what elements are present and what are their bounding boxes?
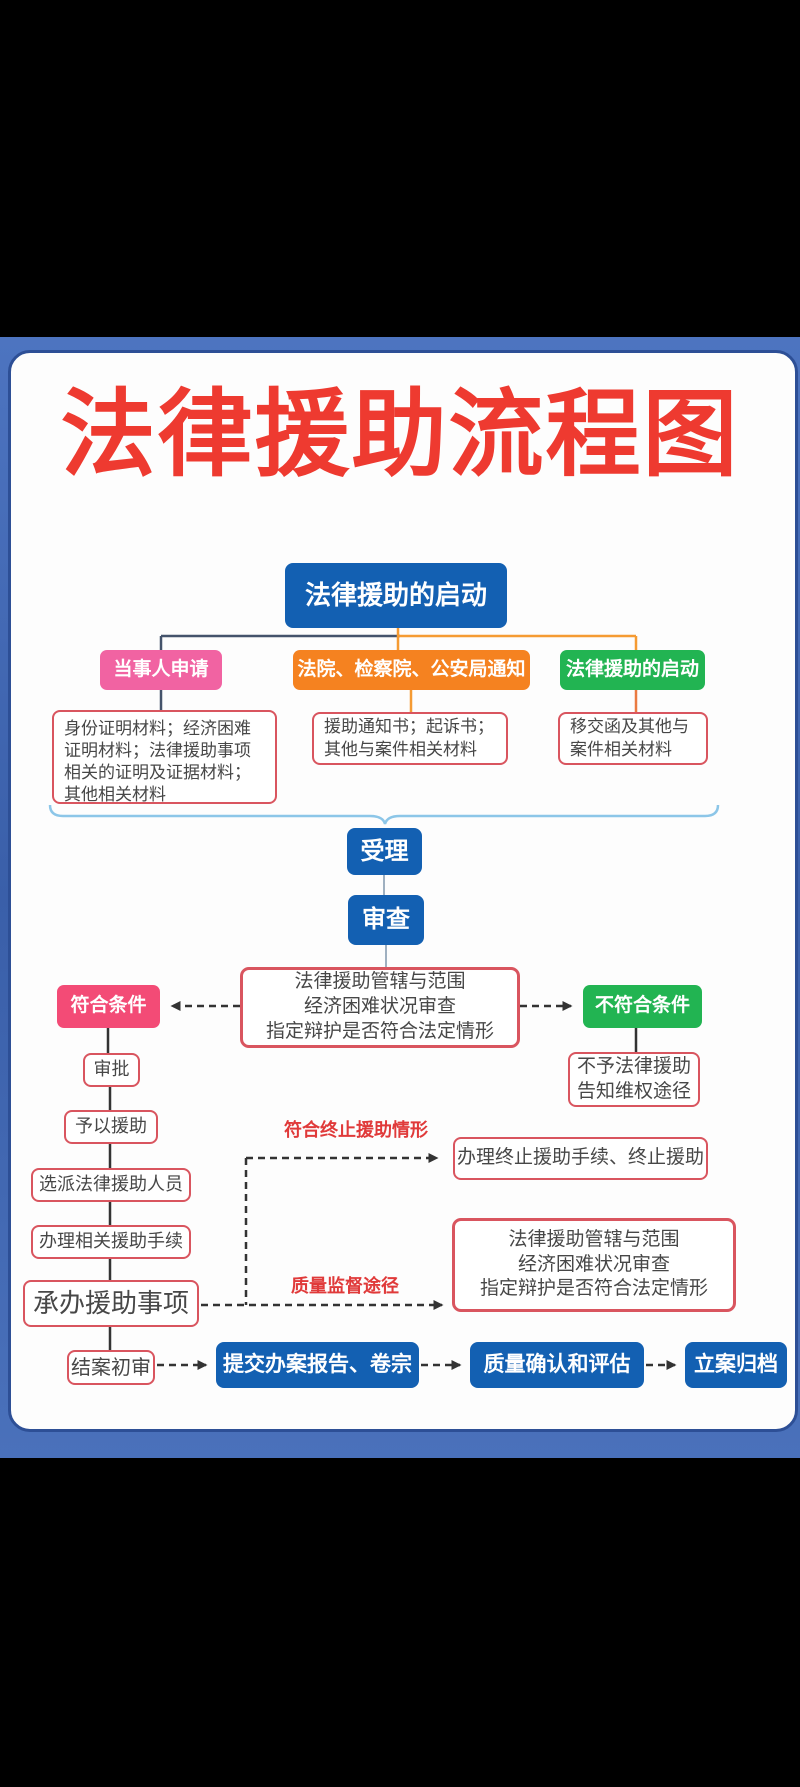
node-branch-court: 法院、检察院、公安局通知	[293, 650, 530, 690]
node-review-criteria: 法律援助管辖与范围 经济困难状况审查 指定辩护是否符合法定情形	[240, 967, 520, 1048]
node-terminate: 办理终止援助手续、终止援助	[453, 1137, 708, 1180]
node-procedures: 办理相关援助手续	[31, 1225, 191, 1259]
node-submit: 提交办案报告、卷宗	[216, 1342, 419, 1388]
node-materials-court: 援助通知书；起诉书；其他与案件相关材料	[312, 712, 508, 765]
node-accept: 受理	[347, 828, 422, 875]
node-archive: 立案归档	[685, 1342, 787, 1388]
node-not-qualified: 不符合条件	[583, 985, 702, 1028]
node-assign: 选派法律援助人员	[31, 1168, 191, 1202]
label-terminate-condition: 符合终止援助情形	[284, 1120, 428, 1140]
node-approve: 审批	[83, 1053, 140, 1087]
node-confirm: 质量确认和评估	[470, 1342, 644, 1388]
node-case-review: 结案初审	[67, 1350, 155, 1385]
node-undertake: 承办援助事项	[23, 1280, 199, 1327]
node-deny: 不予法律援助 告知维权途径	[568, 1052, 700, 1107]
node-branch-aid: 法律援助的启动	[560, 650, 705, 690]
node-qualified: 符合条件	[57, 985, 160, 1028]
node-materials-party: 身份证明材料；经济困难证明材料；法律援助事项相关的证明及证据材料；其他相关材料	[52, 710, 277, 804]
node-review: 审查	[348, 895, 424, 945]
node-materials-aid: 移交函及其他与案件相关材料	[558, 712, 708, 765]
node-start: 法律援助的启动	[285, 563, 507, 628]
node-branch-party: 当事人申请	[100, 650, 222, 690]
node-grant: 予以援助	[64, 1110, 158, 1144]
label-quality-path: 质量监督途径	[291, 1276, 399, 1296]
node-quality-criteria: 法律援助管辖与范围 经济困难状况审查 指定辩护是否符合法定情形	[452, 1218, 736, 1312]
page-title: 法律援助流程图	[60, 382, 740, 488]
